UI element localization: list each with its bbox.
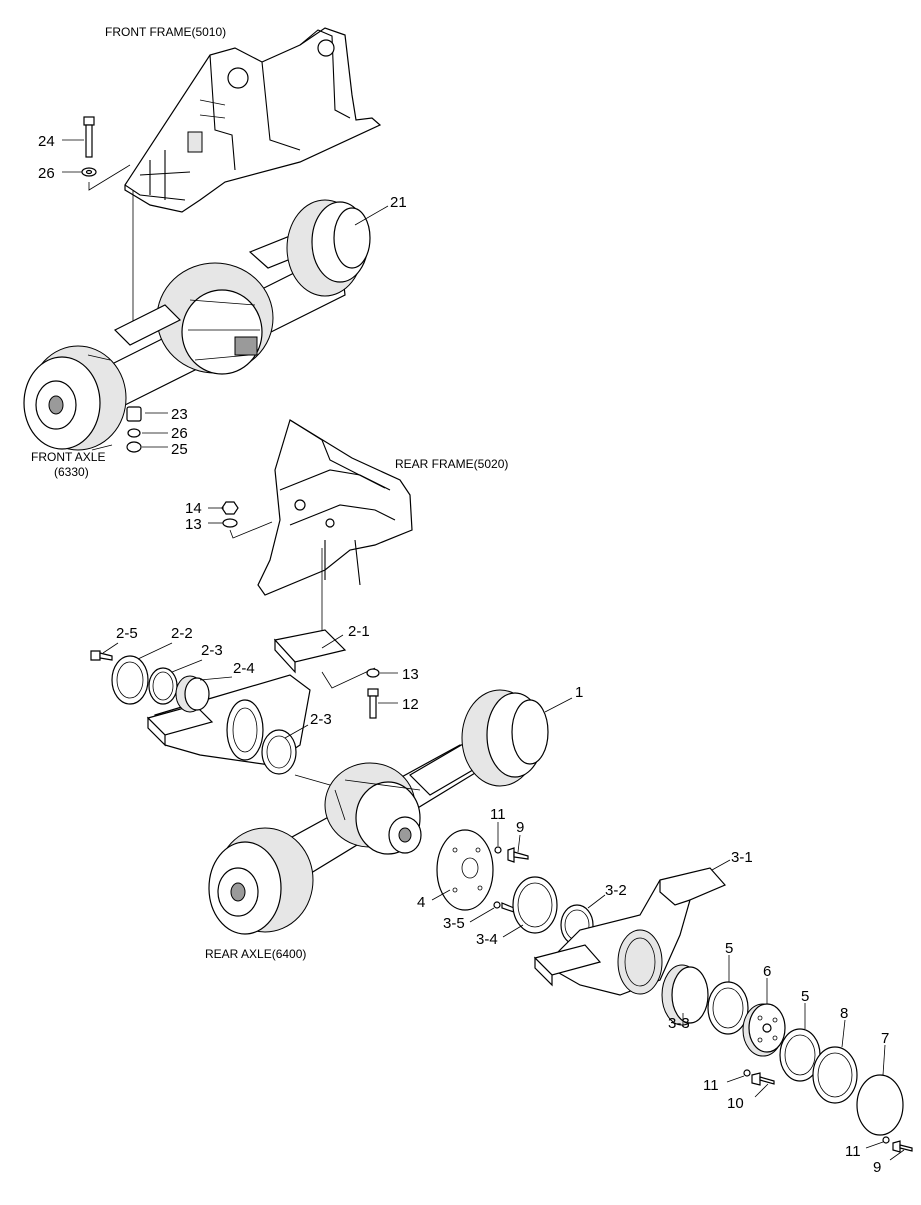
front-mount-spacer-stack [126, 406, 142, 453]
front-frame-drawing [124, 27, 382, 213]
front-axle-drawing [23, 199, 371, 451]
front-mount-bolt [81, 116, 97, 177]
callout-13: 13 [185, 516, 202, 533]
rear-frame-title: REAR FRAME(5020) [395, 457, 508, 471]
callout-2-1: 2-1 [348, 623, 370, 640]
callout-23: 23 [171, 406, 188, 423]
callout-11: 11 [490, 806, 506, 823]
callout-24: 24 [38, 133, 55, 150]
rear-frame-drawing [257, 419, 413, 596]
callout-12: 12 [402, 696, 419, 713]
callout-5-second: 5 [801, 988, 809, 1005]
callout-2-3-lower: 2-3 [310, 711, 332, 728]
callout-4: 4 [417, 894, 425, 911]
callout-2-4: 2-4 [233, 660, 255, 677]
rear-flange [436, 829, 529, 911]
callout-3-4: 3-4 [476, 931, 498, 948]
callout-2-5: 2-5 [116, 625, 138, 642]
callout-3-2: 3-2 [605, 882, 627, 899]
callout-10: 10 [727, 1095, 744, 1112]
callout-2-3: 2-3 [201, 642, 223, 659]
callout-2-2: 2-2 [171, 625, 193, 642]
callout-5: 5 [725, 940, 733, 957]
callout-26-lower: 26 [171, 425, 188, 442]
rear-axle-title: REAR AXLE(6400) [205, 947, 306, 961]
rear-frame-nut [221, 501, 239, 528]
callout-7: 7 [881, 1030, 889, 1047]
callout-14: 14 [185, 500, 202, 517]
leader-lines [62, 139, 905, 1161]
callout-26: 26 [38, 165, 55, 182]
callout-11-bottom: 11 [845, 1143, 861, 1160]
callout-6: 6 [763, 963, 771, 980]
callout-1: 1 [575, 684, 583, 701]
front-axle-title-line1: FRONT AXLE [31, 450, 105, 464]
front-axle-title-line2: (6330) [54, 465, 89, 479]
callout-8: 8 [840, 1005, 848, 1022]
callout-11-mid: 11 [703, 1077, 719, 1094]
callout-3-1: 3-1 [731, 849, 753, 866]
rear-axle-drawing [208, 689, 549, 935]
callout-21: 21 [390, 194, 407, 211]
callout-25: 25 [171, 441, 188, 458]
callout-9: 9 [516, 819, 524, 836]
front-frame-title: FRONT FRAME(5010) [105, 25, 226, 39]
rear-front-trunnion-drawing [90, 629, 347, 775]
rear-rear-trunnion-drawing [493, 867, 913, 1153]
callout-13-right: 13 [402, 666, 419, 683]
callout-3-3: 3-3 [668, 1015, 690, 1032]
rear-mount-bolt [366, 668, 380, 719]
callout-3-5: 3-5 [443, 915, 465, 932]
callout-9-bottom: 9 [873, 1159, 881, 1176]
callout-labels: 24 26 21 23 26 25 14 13 2-5 2-2 2-3 2-4 … [38, 133, 889, 1176]
